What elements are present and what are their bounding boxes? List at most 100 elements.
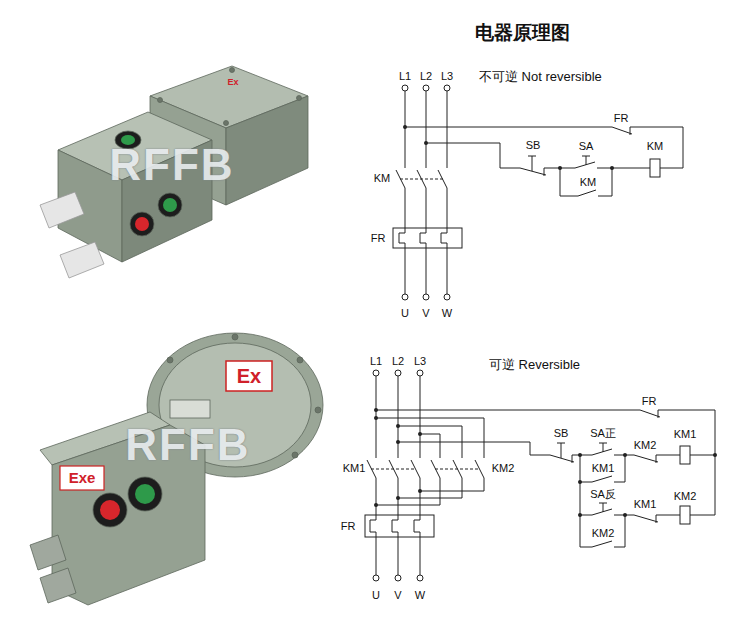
component-label: FR [370,232,387,245]
dot [578,453,582,457]
button-cap [135,484,155,504]
dot [578,480,582,484]
component-label: KM2 [673,490,698,503]
terminal [444,85,450,91]
component-label: SB [525,139,542,152]
dot [610,166,614,170]
bolt [297,357,303,363]
push-button [158,193,182,217]
terminal-label: W [414,589,426,602]
component-label: KM [373,172,392,185]
button-cap [135,217,149,231]
bolt [315,407,321,413]
component-label: KM2 [491,462,516,475]
component-label: KM1 [633,498,658,511]
dot [558,166,562,170]
component-label: SA反 [589,488,617,501]
terminal-label: V [421,307,430,320]
terminal-label: U [371,589,381,602]
terminal [423,85,429,91]
product-photo [30,333,323,605]
coil [650,159,660,177]
bolt [297,96,302,101]
bolt [232,334,238,340]
terminal [417,575,423,581]
terminal-label: L1 [369,355,383,368]
bolt [167,357,173,363]
terminal-label: L2 [419,70,433,83]
terminal [423,294,429,300]
component-label: KM1 [673,428,698,441]
dot [403,125,407,129]
dot [418,489,422,493]
circuit-caption: 不可逆 Not reversible [478,70,603,85]
wire [367,376,484,575]
dot [418,432,422,436]
terminal-label: U [400,307,410,320]
terminals [402,85,450,300]
circuit-caption: 可逆 Reversible [488,358,581,373]
dot [374,503,378,507]
button-cap [163,198,177,212]
dot [396,496,400,500]
component-label: KM [579,176,598,189]
component-label: KM1 [591,462,616,475]
terminal [402,85,408,91]
terminal [373,575,379,581]
terminal-label: V [393,589,402,602]
product-photo [40,66,308,278]
component-label: KM2 [633,439,658,452]
cable-gland [40,192,84,228]
component-label: KM1 [342,462,367,475]
terminal [395,370,401,376]
cable-gland [30,535,66,570]
component-label: KM [646,140,665,153]
terminal-label: L2 [391,355,405,368]
dot [623,453,627,457]
thermal-relay [393,228,462,248]
junction-dots [374,408,717,517]
thermal-relay [365,515,434,537]
dot [424,141,428,145]
coil [680,446,690,464]
push-button [130,212,154,236]
bolt [292,452,298,458]
terminal [417,370,423,376]
watermark: RFFB [125,420,250,471]
bolt [158,98,163,103]
ex-mark: Exe [69,469,96,486]
dot [374,408,378,412]
component-label: FR [340,520,357,533]
ex-plate [226,361,272,391]
housing-side [226,96,308,205]
terminal-label: L3 [440,70,454,83]
watermark: RFFB [109,140,234,191]
component-label: FR [641,395,658,408]
push-button [128,477,162,511]
wire [396,91,447,294]
terminal-label: L3 [413,355,427,368]
terminals [373,370,423,581]
terminal-label: W [441,307,453,320]
component-label: SA正 [589,427,617,440]
circuit-reversible [365,370,717,581]
ex-mark: Ex [237,365,261,388]
exe-plate [60,466,104,490]
terminal-label: L1 [398,70,412,83]
mechanical-link [371,469,478,470]
component-label: SB [553,427,570,440]
terminal [373,370,379,376]
junction-dots [403,125,614,170]
push-button [93,493,127,527]
dot [396,440,400,444]
dot [578,513,582,517]
mechanical-link [400,179,443,180]
component-label: KM2 [591,527,616,540]
component-label: SA [578,140,595,153]
circuit-not-reversible [393,85,683,300]
dot [713,453,717,457]
dot [623,513,627,517]
terminal [444,294,450,300]
